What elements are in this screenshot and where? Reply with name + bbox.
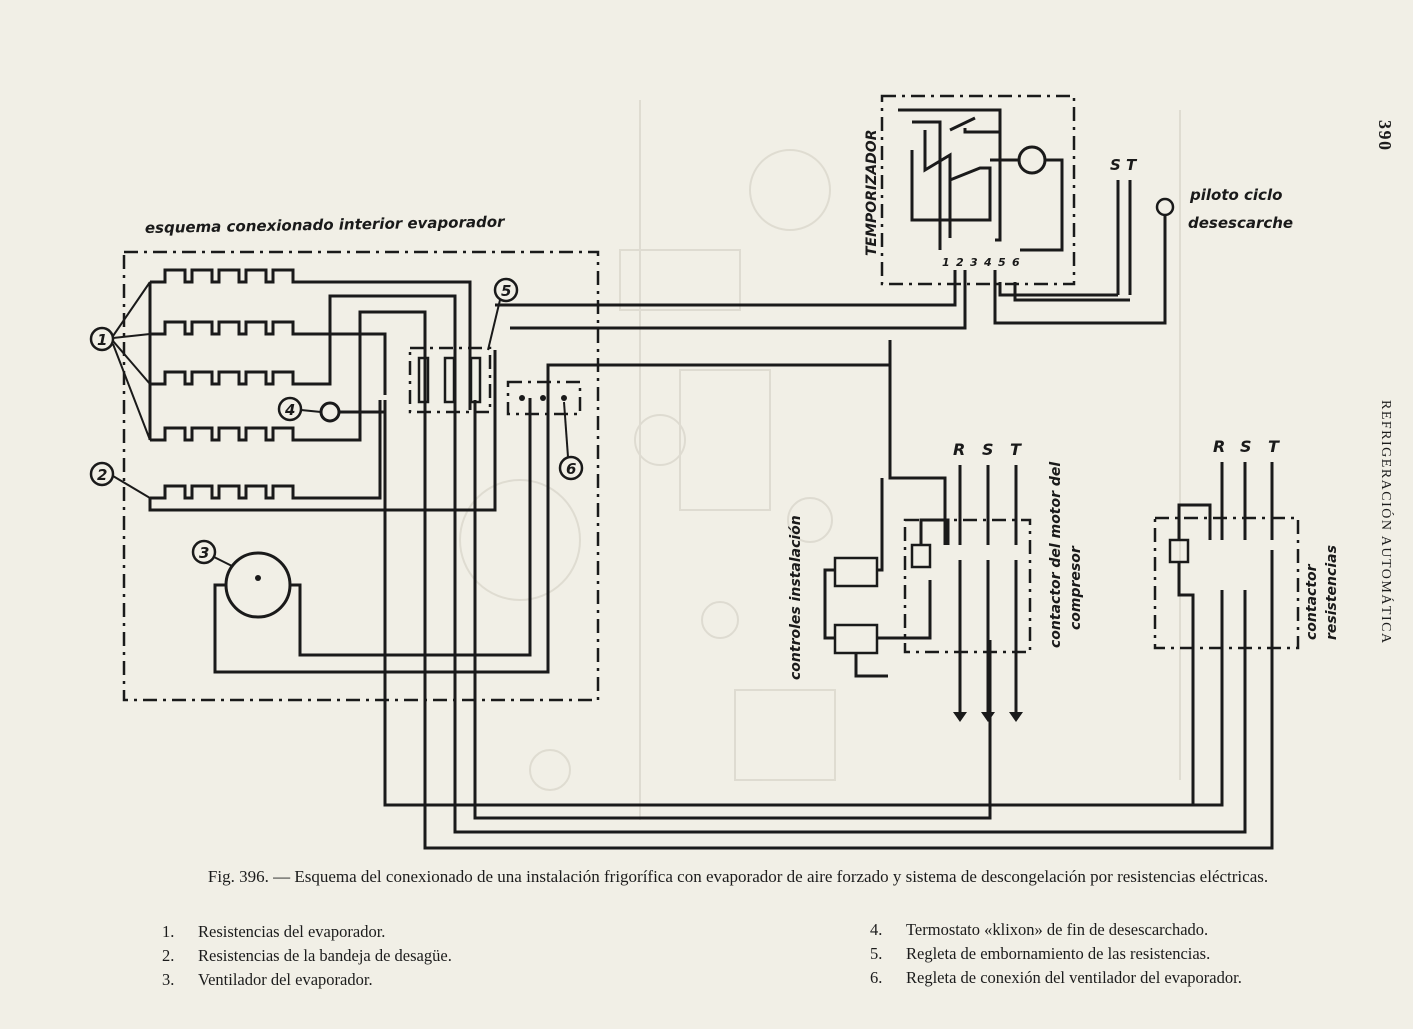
timer-internals xyxy=(898,108,1064,252)
compressor-contactor-box xyxy=(903,518,1032,654)
field-wiring xyxy=(383,270,1274,850)
drain-pan-resistance xyxy=(148,350,497,512)
svg-text:3: 3 xyxy=(970,256,978,269)
page-number: 390 xyxy=(1375,120,1395,152)
figure-caption: Fig. 396. — Esquema del conexionado de u… xyxy=(207,867,1269,886)
svg-text:1: 1 xyxy=(97,331,107,349)
timer-terminals: 1 2 3 4 5 6 xyxy=(942,256,1020,269)
svg-text:5: 5 xyxy=(501,282,511,300)
compressor-outputs xyxy=(953,712,1023,722)
evaporator-title: esquema conexionado interior evaporador xyxy=(145,213,506,237)
wiring-diagram: esquema conexionado interior evaporador xyxy=(89,94,1340,850)
compressor-label-2: compresor xyxy=(1068,545,1084,630)
evaporator-box xyxy=(122,250,600,702)
legend-item: 3.Ventilador del evaporador. xyxy=(162,970,373,989)
terminal-strip-resistances xyxy=(408,346,492,414)
terminal-strip-screws xyxy=(417,356,482,404)
evaporator-fan xyxy=(224,551,292,619)
legend-item: 4.Termostato «klixon» de fin de desescar… xyxy=(870,920,1209,939)
pilot-label-2: desescarche xyxy=(1188,214,1293,232)
svg-text:R: R xyxy=(1213,437,1225,456)
bleed-through xyxy=(459,100,1181,820)
callout-4: 4 xyxy=(277,396,322,422)
resistance-contactor-box xyxy=(1153,516,1300,650)
resist-label-2: resistencias xyxy=(1324,545,1340,640)
pilot-label-1: piloto ciclo xyxy=(1189,186,1282,204)
legend-item: 2.Resistencias de la bandeja de desagüe. xyxy=(162,946,452,965)
svg-text:S: S xyxy=(1240,437,1252,456)
callout-2: 2 xyxy=(89,461,151,499)
terminal-strip-fan-screws xyxy=(519,395,567,401)
terminal-strip-fan xyxy=(506,380,582,416)
svg-text:4: 4 xyxy=(284,401,295,419)
svg-text:2: 2 xyxy=(956,256,964,269)
evaporator-resistances xyxy=(148,268,472,442)
legend-item: 1.Resistencias del evaporador. xyxy=(162,922,386,941)
running-head: REFRIGERACIÓN AUTOMÁTICA xyxy=(1378,400,1393,645)
callout-6: 6 xyxy=(558,401,584,481)
callout-3: 3 xyxy=(191,539,233,567)
timer-label: TEMPORIZADOR xyxy=(864,130,880,257)
timer-box xyxy=(880,94,1076,286)
svg-text:T: T xyxy=(1268,437,1280,456)
supply-label: S T xyxy=(1110,156,1138,174)
legend-left: 1.Resistencias del evaporador. 2.Resiste… xyxy=(162,920,452,992)
svg-text:5: 5 xyxy=(998,256,1006,269)
legend-item: 5.Regleta de embornamiento de las resist… xyxy=(870,944,1211,963)
timer-motor xyxy=(1017,145,1047,175)
compressor-phases: R S T xyxy=(953,440,1022,459)
legend-item: 6.Regleta de conexión del ventilador del… xyxy=(870,968,1242,987)
compressor-label-1: contactor del motor del xyxy=(1048,462,1064,648)
svg-text:1: 1 xyxy=(942,256,950,269)
svg-text:3: 3 xyxy=(199,544,209,562)
callout-5: 5 xyxy=(487,277,519,351)
svg-text:R: R xyxy=(953,440,965,459)
fan-hub xyxy=(255,575,261,581)
svg-text:6: 6 xyxy=(1012,256,1020,269)
svg-text:S: S xyxy=(982,440,994,459)
svg-text:6: 6 xyxy=(566,460,576,478)
svg-text:2: 2 xyxy=(97,466,107,484)
callout-1: 1 xyxy=(89,281,151,441)
svg-text:T: T xyxy=(1010,440,1022,459)
installation-controls xyxy=(823,478,932,678)
compressor-coil xyxy=(910,543,932,569)
klixon-thermostat xyxy=(319,401,341,423)
pilot-lamp xyxy=(1155,197,1175,217)
svg-text:4: 4 xyxy=(983,256,992,269)
legend-right: 4.Termostato «klixon» de fin de desescar… xyxy=(870,918,1242,990)
controls-label: controles instalación xyxy=(788,515,804,680)
resistance-phases: R S T xyxy=(1213,437,1280,456)
resist-label-1: contactor xyxy=(1304,563,1320,640)
